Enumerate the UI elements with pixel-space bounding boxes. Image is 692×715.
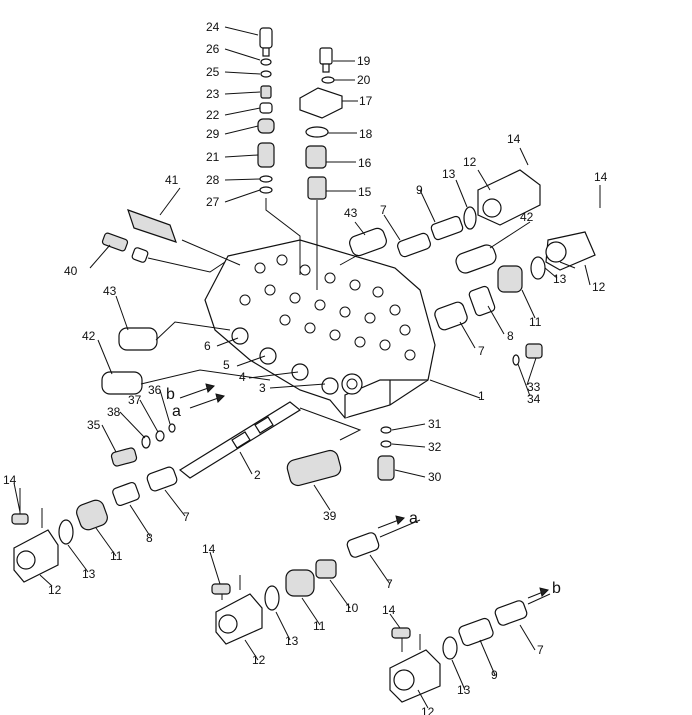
part-labels: 1 2 3 4 5 6 7 7 7 7 7 8 8 9 9 10 11 11 1… xyxy=(3,20,608,715)
label-13-mid: 13 xyxy=(285,634,299,648)
label-11-right: 11 xyxy=(529,315,542,329)
label-38: 38 xyxy=(107,405,121,419)
label-7-right: 7 xyxy=(478,344,485,358)
label-14-top: 14 xyxy=(507,132,521,146)
label-34: 34 xyxy=(527,392,541,406)
label-12-mid: 12 xyxy=(252,653,266,667)
label-13-right: 13 xyxy=(553,272,567,286)
label-36: 36 xyxy=(148,383,162,397)
label-12-left: 12 xyxy=(48,583,62,597)
label-12-right: 12 xyxy=(592,280,606,294)
label-23: 23 xyxy=(206,87,220,101)
cap-stack-parts xyxy=(299,47,343,290)
flow-label-a1: a xyxy=(172,403,181,420)
lower-middle-assembly xyxy=(211,519,421,645)
label-1: 1 xyxy=(478,389,485,403)
label-15: 15 xyxy=(358,185,372,199)
label-11-mid: 11 xyxy=(313,619,326,633)
label-21: 21 xyxy=(206,150,220,164)
label-19: 19 xyxy=(357,54,371,68)
label-12-top: 12 xyxy=(463,155,477,169)
label-8-left: 8 xyxy=(146,531,153,545)
label-7-left: 7 xyxy=(183,510,190,524)
label-24: 24 xyxy=(206,20,220,34)
label-26: 26 xyxy=(206,42,220,56)
label-16: 16 xyxy=(358,156,372,170)
valve-body xyxy=(204,239,436,419)
label-31: 31 xyxy=(428,417,442,431)
label-22: 22 xyxy=(206,108,220,122)
label-35: 35 xyxy=(87,418,101,432)
label-32: 32 xyxy=(428,440,442,454)
right-side-parts xyxy=(339,169,596,366)
label-14-mid: 14 xyxy=(202,542,216,556)
flow-label-b2: b xyxy=(552,580,561,597)
label-42-left: 42 xyxy=(82,329,96,343)
label-8-right: 8 xyxy=(507,329,514,343)
label-27: 27 xyxy=(206,195,220,209)
label-37: 37 xyxy=(128,393,142,407)
flow-label-b1: b xyxy=(166,386,175,403)
label-13-left: 13 xyxy=(82,567,96,581)
top-stack-parts xyxy=(257,27,301,275)
label-12-lower: 12 xyxy=(421,705,435,715)
label-13-top: 13 xyxy=(442,167,456,181)
flow-arrows xyxy=(179,383,549,599)
label-39: 39 xyxy=(323,509,337,523)
label-14-lower: 14 xyxy=(382,603,396,617)
label-10: 10 xyxy=(345,601,359,615)
label-41: 41 xyxy=(165,173,179,187)
label-28: 28 xyxy=(206,173,220,187)
label-43-top: 43 xyxy=(344,206,358,220)
label-20: 20 xyxy=(357,73,371,87)
label-3: 3 xyxy=(259,381,266,395)
label-5: 5 xyxy=(223,358,230,372)
leader-lines xyxy=(13,26,601,709)
label-43-left: 43 xyxy=(103,284,117,298)
label-9-lower: 9 xyxy=(491,668,498,682)
label-14-left: 14 xyxy=(3,473,17,487)
label-33: 33 xyxy=(527,380,541,394)
label-17: 17 xyxy=(359,94,373,108)
lower-left-assembly xyxy=(11,466,178,583)
body-ports xyxy=(231,327,363,395)
label-11-left: 11 xyxy=(110,549,123,563)
label-42-right: 42 xyxy=(520,210,534,224)
label-13-lower: 13 xyxy=(457,683,471,697)
label-7-lower: 7 xyxy=(537,643,544,657)
bottom-right-small-parts xyxy=(377,426,395,481)
lower-right-assembly xyxy=(389,593,551,703)
spool-parts xyxy=(110,401,362,487)
label-9-top: 9 xyxy=(416,183,423,197)
label-2: 2 xyxy=(254,468,261,482)
label-14-right: 14 xyxy=(594,170,608,184)
label-7-top: 7 xyxy=(380,203,387,217)
body-holes xyxy=(239,254,416,361)
label-29: 29 xyxy=(206,127,220,141)
label-30: 30 xyxy=(428,470,442,484)
label-6: 6 xyxy=(204,339,211,353)
label-25: 25 xyxy=(206,65,220,79)
label-7-mid: 7 xyxy=(386,577,393,591)
left-fittings xyxy=(101,209,271,395)
label-40: 40 xyxy=(64,264,78,278)
flow-label-a2: a xyxy=(409,510,418,527)
label-4: 4 xyxy=(239,370,246,384)
label-18: 18 xyxy=(359,127,373,141)
